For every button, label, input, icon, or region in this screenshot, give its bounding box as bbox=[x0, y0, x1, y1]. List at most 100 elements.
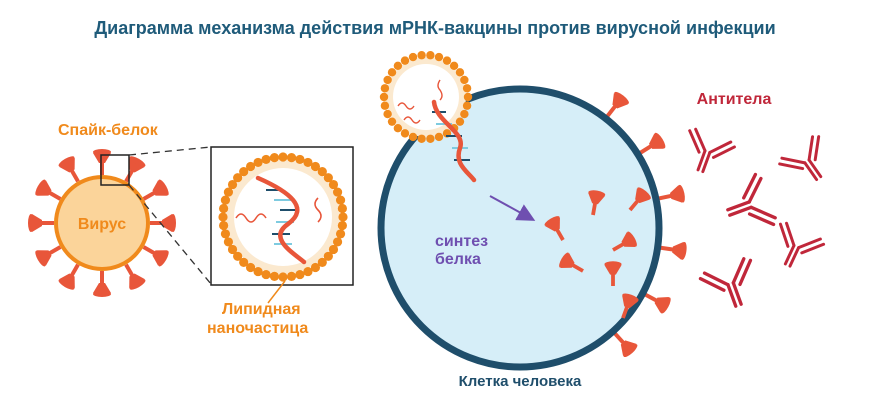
lipid-molecule bbox=[462, 101, 472, 110]
synthesis-label-line1: синтез bbox=[435, 233, 488, 250]
virus-spike-protein bbox=[58, 263, 80, 290]
lipid-molecule bbox=[338, 212, 348, 222]
virus-spike-protein bbox=[150, 214, 176, 232]
spike-protein bbox=[621, 293, 639, 319]
lipid-molecule bbox=[328, 179, 339, 190]
lipid-molecule bbox=[387, 117, 397, 126]
antibody bbox=[778, 135, 823, 182]
lipid-molecule bbox=[460, 75, 469, 85]
lipid-nanoparticle-zoom bbox=[210, 146, 354, 286]
lipid-molecule bbox=[310, 161, 321, 172]
lipid-molecule bbox=[239, 167, 249, 177]
lipid-molecule bbox=[337, 203, 347, 214]
lipid-molecule bbox=[400, 56, 410, 65]
lipid-molecule bbox=[400, 129, 410, 138]
virus-spike-protein bbox=[35, 245, 62, 267]
mrna-in-cell bbox=[431, 99, 477, 183]
lipid-molecule bbox=[286, 153, 297, 163]
cell-surface-spike bbox=[658, 184, 685, 203]
lipid-molecule bbox=[434, 132, 444, 142]
lipid-molecule bbox=[417, 51, 426, 60]
lipid-molecule bbox=[332, 237, 343, 247]
lipid-layer-small bbox=[379, 51, 473, 143]
cell-surface-spike bbox=[644, 292, 671, 314]
lipid-molecule bbox=[218, 212, 228, 222]
antibodies bbox=[688, 127, 826, 308]
cell-surface-spike bbox=[605, 91, 629, 118]
lipid-molecule bbox=[393, 61, 403, 70]
lipid-molecule bbox=[455, 68, 465, 77]
lipid-layer bbox=[218, 152, 348, 282]
lipid-molecule bbox=[239, 257, 249, 267]
human-cell bbox=[377, 85, 687, 371]
antibody bbox=[778, 221, 826, 268]
lipid-molecule bbox=[269, 153, 280, 163]
lipid-molecule bbox=[317, 257, 327, 267]
lipid-molecule bbox=[245, 262, 256, 273]
cell-surface-spike bbox=[660, 241, 687, 260]
lipid-molecule bbox=[337, 220, 347, 231]
spike-protein-label: Спайк-белок bbox=[58, 122, 159, 139]
lipid-molecule bbox=[261, 269, 271, 280]
virus-spike-protein bbox=[35, 179, 62, 201]
mrna-strand bbox=[255, 175, 307, 265]
virus-body bbox=[54, 175, 150, 271]
lipid-molecule bbox=[463, 92, 473, 102]
lipid-molecule bbox=[323, 173, 333, 183]
lipid-molecule bbox=[426, 134, 435, 143]
cell-body bbox=[377, 85, 663, 371]
lipid-molecule bbox=[303, 157, 313, 168]
lipid-molecule bbox=[426, 51, 435, 60]
cell-surface-spike bbox=[613, 332, 638, 358]
spike-protein bbox=[612, 231, 637, 252]
lipid-molecule bbox=[303, 266, 313, 277]
spike-protein bbox=[544, 216, 565, 241]
lipid-molecule bbox=[460, 109, 469, 119]
virus-spike-protein bbox=[28, 214, 54, 232]
lipid-molecule bbox=[408, 52, 418, 62]
lipid-molecule bbox=[434, 52, 444, 62]
lipid-nanoparticle-entering bbox=[379, 51, 473, 143]
virus-spike-protein bbox=[58, 156, 80, 183]
antibody bbox=[698, 257, 753, 308]
synthesized-spike-proteins bbox=[544, 187, 651, 319]
lipid-molecule bbox=[317, 167, 327, 177]
lipid-molecule bbox=[310, 262, 321, 273]
lipid-molecule bbox=[219, 203, 229, 214]
virus-spike-protein bbox=[124, 263, 146, 290]
virus-label: Вирус bbox=[78, 216, 126, 233]
squiggle-right bbox=[314, 197, 322, 223]
lipid-molecule bbox=[269, 271, 280, 281]
lipid-molecule bbox=[332, 187, 343, 197]
zoom-line-top bbox=[128, 146, 212, 156]
lipid-label-line2: наночастица bbox=[207, 320, 308, 337]
lipid-molecule bbox=[323, 251, 333, 261]
lipid-molecule bbox=[417, 134, 426, 143]
lipid-molecule bbox=[253, 157, 263, 168]
lipid-molecule bbox=[335, 229, 346, 239]
lipid-molecule bbox=[387, 68, 397, 77]
lipid-molecule bbox=[295, 154, 305, 165]
virus-spike-protein bbox=[93, 149, 111, 175]
lipid-pointer-line bbox=[267, 280, 286, 304]
lipid-molecule bbox=[261, 154, 271, 165]
virus: Вирус bbox=[28, 149, 176, 297]
spike-protein bbox=[559, 252, 584, 273]
lipid-molecule bbox=[335, 195, 346, 205]
diagram-title: Диаграмма механизма действия мРНК-вакцин… bbox=[94, 18, 775, 38]
antibody bbox=[726, 172, 777, 227]
lipid-molecule bbox=[383, 109, 392, 119]
lipid-molecule bbox=[233, 173, 243, 183]
lipid-molecule bbox=[295, 269, 305, 280]
lipid-molecule bbox=[379, 92, 389, 102]
lipid-molecule bbox=[219, 220, 229, 231]
antibody bbox=[688, 127, 736, 174]
lipid-molecule bbox=[233, 251, 243, 261]
cell-surface-spikes bbox=[605, 91, 687, 358]
zoom-line-bottom bbox=[128, 184, 212, 285]
lipid-molecule bbox=[328, 244, 339, 255]
lipid-molecule bbox=[220, 229, 231, 239]
lipid-molecule bbox=[286, 271, 297, 281]
lipid-molecule bbox=[253, 266, 263, 277]
